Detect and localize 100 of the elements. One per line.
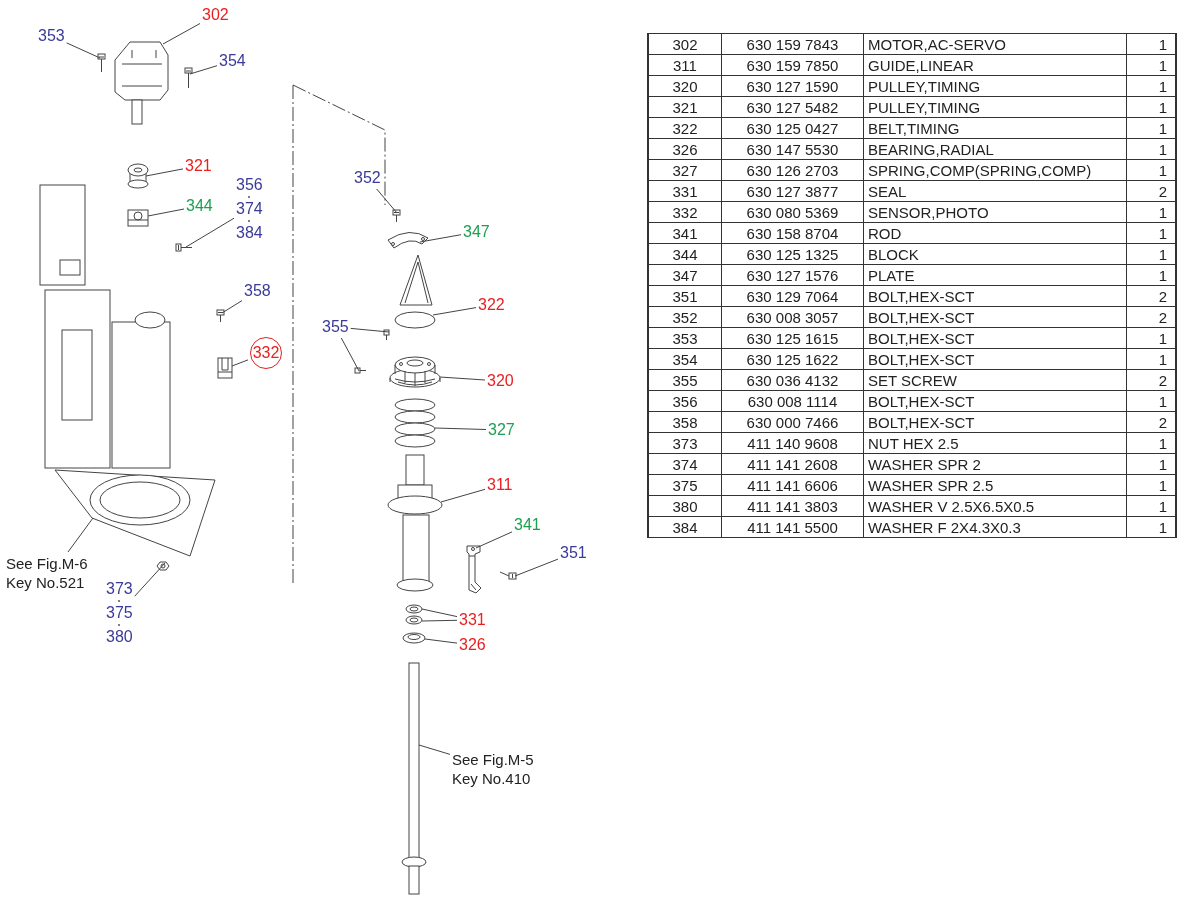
quantity: 2 bbox=[1126, 285, 1176, 307]
callout-number: 384 bbox=[236, 224, 263, 242]
bolt-drawing bbox=[97, 53, 106, 73]
spring-drawing bbox=[394, 398, 436, 448]
sensor-drawing bbox=[217, 357, 233, 379]
part-key-number: 374 bbox=[648, 453, 722, 475]
quantity: 2 bbox=[1126, 306, 1176, 328]
quantity: 1 bbox=[1126, 390, 1176, 412]
leader-line bbox=[421, 608, 458, 618]
part-number: 630 127 3877 bbox=[721, 180, 864, 202]
leader-line bbox=[432, 307, 477, 316]
leader-line bbox=[189, 65, 218, 75]
part-number: 630 000 7466 bbox=[721, 411, 864, 433]
part-description: PULLEY,TIMING bbox=[863, 96, 1127, 118]
quantity: 1 bbox=[1126, 495, 1176, 517]
leader-line bbox=[440, 488, 486, 503]
part-key-number: 341 bbox=[648, 222, 722, 244]
part-description: BEARING,RADIAL bbox=[863, 138, 1127, 160]
part-number: 630 008 1114 bbox=[721, 390, 864, 412]
leader-line bbox=[475, 531, 513, 549]
quantity: 1 bbox=[1126, 453, 1176, 475]
part-key-number: 326 bbox=[648, 138, 722, 160]
part-key-number: 331 bbox=[648, 180, 722, 202]
part-number: 630 008 3057 bbox=[721, 306, 864, 328]
part-number: 411 141 6606 bbox=[721, 474, 864, 496]
part-number: 630 158 8704 bbox=[721, 222, 864, 244]
callout-number: 373 bbox=[106, 580, 133, 598]
part-key-number: 356 bbox=[648, 390, 722, 412]
leader-line bbox=[162, 23, 201, 45]
leader-line bbox=[421, 619, 458, 622]
part-key-number: 373 bbox=[648, 432, 722, 454]
part-description: WASHER SPR 2.5 bbox=[863, 474, 1127, 496]
leader-line bbox=[185, 217, 235, 248]
bearing-drawing bbox=[402, 632, 426, 644]
callout-number: 374 bbox=[236, 200, 263, 218]
part-number: 630 125 1622 bbox=[721, 348, 864, 370]
leader-line bbox=[419, 234, 462, 243]
part-number: 411 141 3803 bbox=[721, 495, 864, 517]
part-key-number: 344 bbox=[648, 243, 722, 265]
part-number: 411 141 5500 bbox=[721, 516, 864, 538]
part-description: PLATE bbox=[863, 264, 1127, 286]
callout-number: 347 bbox=[463, 223, 490, 241]
quantity: 1 bbox=[1126, 243, 1176, 265]
part-description: SPRING,COMP(SPRING,COMP) bbox=[863, 159, 1127, 181]
quantity: 1 bbox=[1126, 33, 1176, 55]
leader-line bbox=[147, 208, 185, 217]
leader-line bbox=[66, 42, 101, 59]
block-drawing bbox=[127, 209, 149, 227]
part-key-number: 321 bbox=[648, 96, 722, 118]
leader-line bbox=[340, 337, 360, 372]
part-description: SENSOR,PHOTO bbox=[863, 201, 1127, 223]
shaft-drawing bbox=[401, 662, 427, 895]
part-key-number: 351 bbox=[648, 285, 722, 307]
part-description: GUIDE,LINEAR bbox=[863, 54, 1127, 76]
part-key-number: 320 bbox=[648, 75, 722, 97]
quantity: 1 bbox=[1126, 348, 1176, 370]
quantity: 1 bbox=[1126, 264, 1176, 286]
bolt-drawing bbox=[216, 309, 225, 323]
leader-line bbox=[350, 327, 390, 333]
callout-number: 311 bbox=[487, 476, 513, 494]
part-description: SEAL bbox=[863, 180, 1127, 202]
set-screw-drawing bbox=[354, 367, 367, 374]
reference-note: See Fig.M-6 Key No.521 bbox=[6, 554, 89, 592]
part-number: 630 127 1590 bbox=[721, 75, 864, 97]
quantity: 1 bbox=[1126, 516, 1176, 538]
part-key-number: 380 bbox=[648, 495, 722, 517]
part-description: BOLT,HEX-SCT bbox=[863, 348, 1127, 370]
part-description: WASHER SPR 2 bbox=[863, 453, 1127, 475]
base-frame-drawing bbox=[54, 469, 216, 557]
part-number: 630 127 1576 bbox=[721, 264, 864, 286]
quantity: 2 bbox=[1126, 180, 1176, 202]
part-description: NUT HEX 2.5 bbox=[863, 432, 1127, 454]
quantity: 1 bbox=[1126, 432, 1176, 454]
part-number: 411 141 2608 bbox=[721, 453, 864, 475]
callout-number: 344 bbox=[186, 197, 213, 215]
rod-drawing bbox=[466, 545, 482, 594]
quantity: 2 bbox=[1126, 411, 1176, 433]
leader-line bbox=[434, 427, 487, 430]
part-key-number: 322 bbox=[648, 117, 722, 139]
set-screw-drawing bbox=[383, 329, 390, 341]
nut-drawing bbox=[156, 561, 170, 571]
part-description: ROD bbox=[863, 222, 1127, 244]
part-number: 630 159 7843 bbox=[721, 33, 864, 55]
quantity: 1 bbox=[1126, 117, 1176, 139]
part-key-number: 358 bbox=[648, 411, 722, 433]
part-number: 630 080 5369 bbox=[721, 201, 864, 223]
bolt-drawing bbox=[392, 209, 401, 223]
leader-line bbox=[134, 562, 166, 597]
callout-number: 354 bbox=[219, 52, 246, 70]
part-description: BOLT,HEX-SCT bbox=[863, 285, 1127, 307]
part-number: 630 125 1615 bbox=[721, 327, 864, 349]
part-key-number: 352 bbox=[648, 306, 722, 328]
part-description: BOLT,HEX-SCT bbox=[863, 306, 1127, 328]
seal-drawing bbox=[405, 604, 423, 614]
callout-number: 326 bbox=[459, 636, 486, 654]
part-number: 630 129 7064 bbox=[721, 285, 864, 307]
callout-number: 355 bbox=[322, 318, 349, 336]
part-number: 630 127 5482 bbox=[721, 96, 864, 118]
pulley-drawing bbox=[389, 356, 441, 388]
callout-number: 331 bbox=[459, 611, 486, 629]
